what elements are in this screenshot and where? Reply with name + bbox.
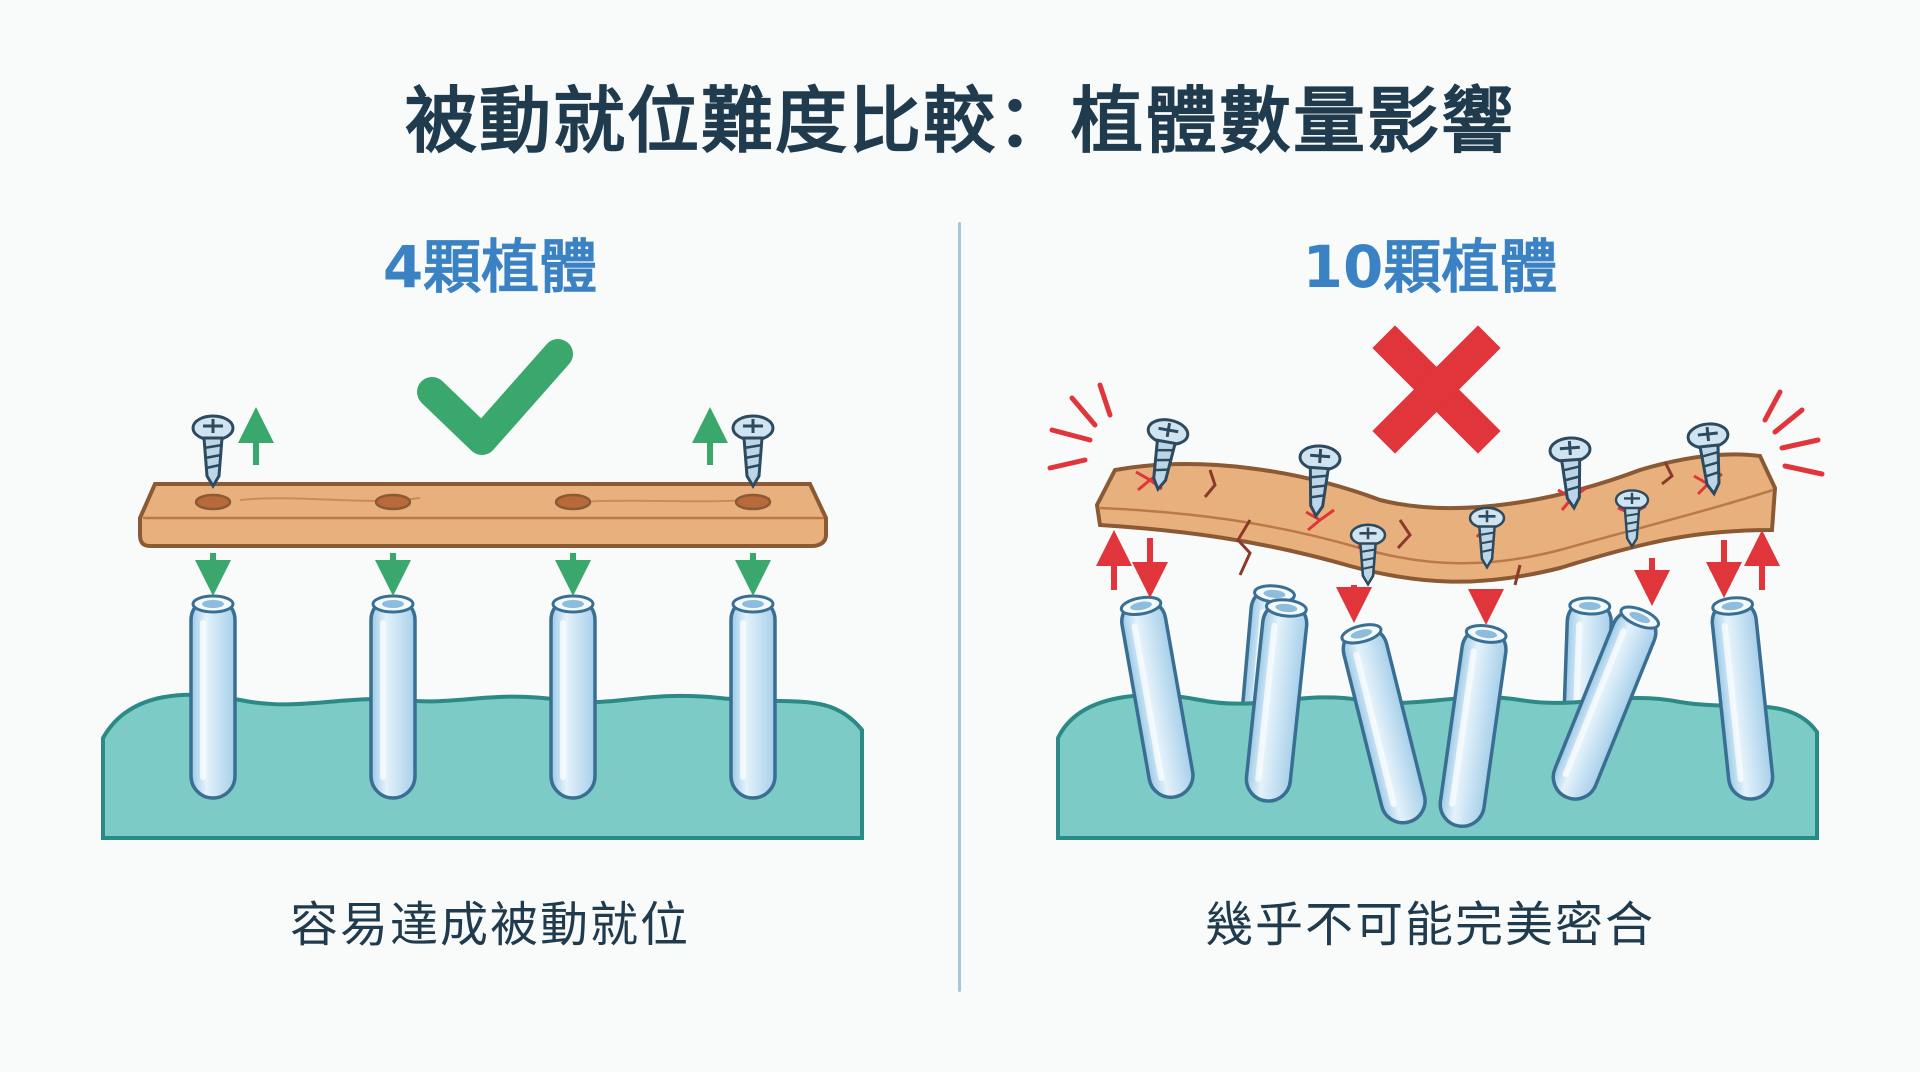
right-bar — [1094, 452, 1778, 586]
left-stress-burst — [1047, 382, 1113, 471]
left-screw — [731, 414, 775, 488]
right-panel-caption: 幾乎不可能完美密合 — [1204, 897, 1655, 953]
right-stress-burst — [1762, 389, 1825, 477]
error-cross-icon — [1372, 325, 1501, 454]
page-title: 被動就位難度比較：植體數量影響 — [404, 79, 1515, 163]
right-illustration — [1047, 325, 1825, 840]
left-illustration — [101, 339, 864, 840]
left-panel-heading: 4顆植體 — [382, 233, 598, 301]
left-panel-caption: 容易達成被動就位 — [289, 897, 690, 953]
panel-divider — [958, 222, 961, 992]
left-implant — [549, 594, 597, 800]
left-bar — [138, 482, 828, 548]
left-implant — [369, 594, 417, 800]
left-screw — [191, 414, 235, 488]
right-panel-heading: 10顆植體 — [1302, 233, 1558, 301]
left-implant — [729, 594, 777, 800]
left-implant — [189, 594, 237, 800]
success-check-icon — [417, 339, 573, 455]
